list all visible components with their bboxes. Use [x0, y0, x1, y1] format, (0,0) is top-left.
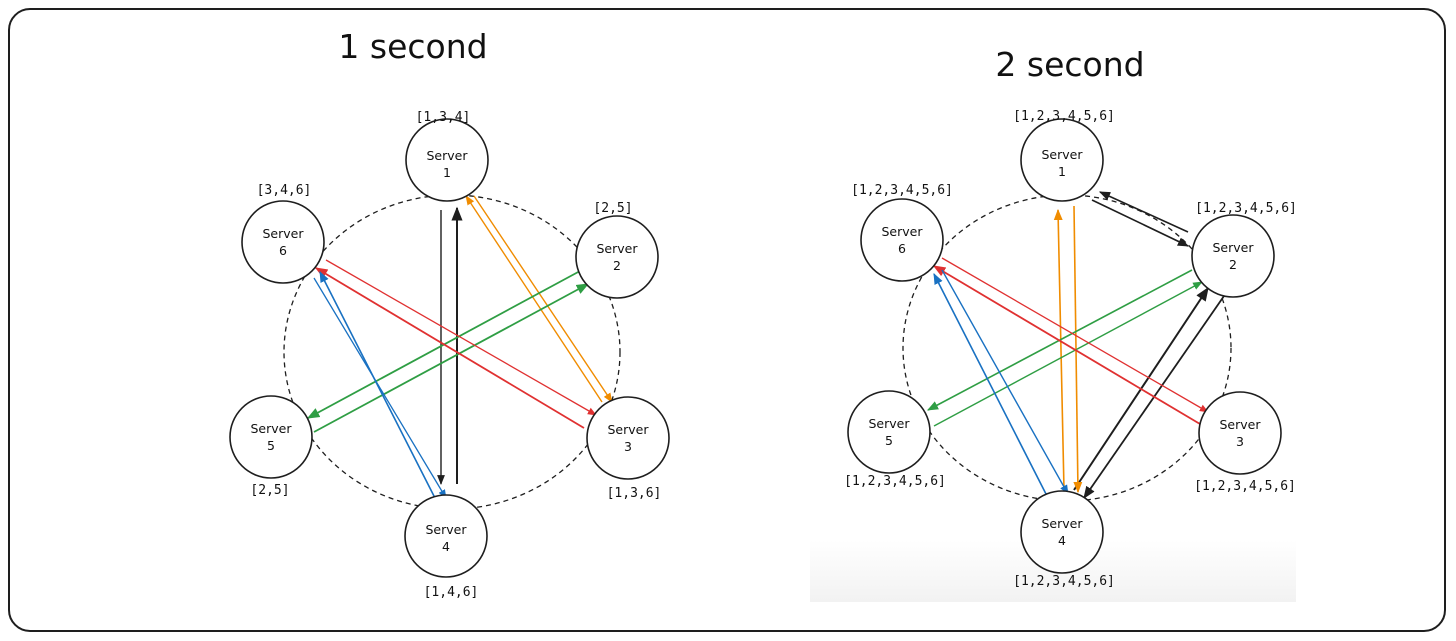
server-number: 1: [1058, 164, 1066, 179]
server-node-4: Server 4 [1,2,3,4,5,6]: [1013, 490, 1115, 589]
server-label: Server: [608, 422, 650, 437]
panel-1-title: 1 second: [338, 27, 487, 66]
server-label: Server: [869, 416, 911, 431]
server-set-label: [1,2,3,4,5,6]: [1194, 479, 1296, 494]
server-set-label: [1,2,3,4,5,6]: [1013, 109, 1115, 124]
server-node-5: Server 5 [2,5]: [229, 395, 313, 498]
server-circle: [586, 396, 670, 480]
arrow-5-to-2: [933, 281, 1203, 427]
server-label: Server: [426, 522, 468, 537]
arrow-6-to-4: [941, 269, 1069, 495]
arrow-4-to-1: [1053, 208, 1065, 491]
server-set-label: [1,2,3,4,5,6]: [851, 183, 953, 198]
server-set-label: [2,5]: [250, 483, 289, 498]
server-number: 5: [885, 433, 893, 448]
server-set-label: [2,5]: [593, 201, 632, 216]
server-node-2: Server 2 [1,2,3,4,5,6]: [1191, 201, 1297, 298]
server-circle: [847, 390, 931, 474]
arrow-6-to-3: [325, 259, 597, 416]
server-number: 6: [898, 241, 906, 256]
panel-1-arrows: [306, 195, 613, 501]
server-label: Server: [251, 421, 293, 436]
server-label: Server: [427, 148, 469, 163]
server-node-6: Server 6 [3,4,6]: [241, 183, 325, 284]
server-set-label: [1,3,4]: [416, 110, 471, 125]
server-circle: [1020, 490, 1104, 574]
server-number: 1: [443, 165, 451, 180]
server-label: Server: [1042, 516, 1084, 531]
server-circle: [1020, 118, 1104, 202]
server-label: Server: [263, 226, 305, 241]
arrow-2-to-1: [1098, 191, 1189, 233]
server-circle: [404, 494, 488, 578]
server-number: 3: [1236, 434, 1244, 449]
server-label: Server: [1213, 240, 1255, 255]
server-label: Server: [597, 241, 639, 256]
arrow-5-to-2: [313, 283, 590, 433]
server-number: 2: [613, 258, 621, 273]
arrow-3-to-6: [932, 265, 1201, 425]
server-node-5: Server 5 [1,2,3,4,5,6]: [844, 390, 946, 489]
server-number: 6: [279, 243, 287, 258]
panel-2: 2 second Server 1 [1,: [844, 45, 1297, 589]
panel-2-arrows: [927, 191, 1225, 500]
server-number: 5: [267, 438, 275, 453]
ring-dashed-circle: [902, 194, 1232, 502]
server-node-6: Server 6 [1,2,3,4,5,6]: [851, 183, 953, 282]
panel-2-title: 2 second: [995, 45, 1144, 84]
server-set-label: [1,4,6]: [424, 585, 479, 600]
server-circle: [241, 200, 325, 284]
server-set-label: [1,2,3,4,5,6]: [1195, 201, 1297, 216]
arrow-4-to-6: [933, 273, 1047, 495]
server-set-label: [1,2,3,4,5,6]: [844, 474, 946, 489]
server-circle: [1198, 391, 1282, 475]
server-number: 3: [624, 439, 632, 454]
panel-1: 1 second Server 1 [1,3,4]: [229, 27, 670, 600]
arrow-3-to-6: [314, 267, 585, 429]
server-number: 2: [1229, 257, 1237, 272]
server-circle: [229, 395, 313, 479]
server-circle: [1191, 214, 1275, 298]
server-number: 4: [442, 539, 450, 554]
arrow-6-to-4: [313, 277, 447, 499]
arrow-6-to-3: [941, 257, 1209, 413]
server-set-label: [1,2,3,4,5,6]: [1013, 574, 1115, 589]
arrow-1-to-3: [473, 195, 613, 403]
server-node-1: Server 1 [1,3,4]: [405, 110, 489, 202]
server-node-4: Server 4 [1,4,6]: [404, 494, 488, 600]
server-number: 4: [1058, 533, 1066, 548]
server-circle: [860, 198, 944, 282]
arrow-3-to-1: [465, 195, 603, 403]
server-label: Server: [1220, 417, 1262, 432]
arrow-1-to-2: [1091, 199, 1190, 247]
server-node-2: Server 2 [2,5]: [575, 201, 659, 299]
server-circle: [405, 118, 489, 202]
arrow-4-to-6: [319, 271, 437, 501]
server-set-label: [3,4,6]: [257, 183, 312, 198]
server-circle: [575, 215, 659, 299]
server-label: Server: [882, 224, 924, 239]
server-set-label: [1,3,6]: [607, 486, 662, 501]
server-node-3: Server 3 [1,2,3,4,5,6]: [1194, 391, 1296, 494]
server-label: Server: [1042, 147, 1084, 162]
server-node-1: Server 1 [1,2,3,4,5,6]: [1013, 109, 1115, 202]
server-node-3: Server 3 [1,3,6]: [586, 396, 670, 501]
